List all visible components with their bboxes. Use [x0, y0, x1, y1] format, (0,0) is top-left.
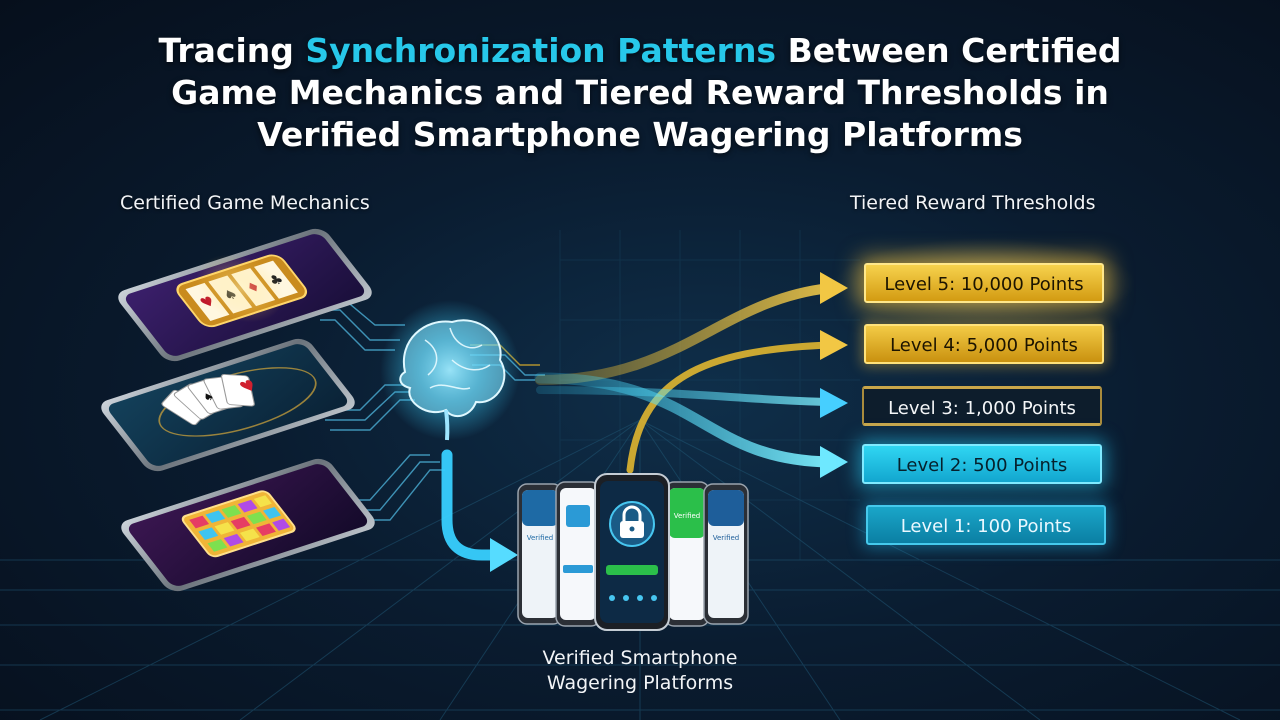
arrow-icon	[820, 446, 848, 478]
gem-grid-icon	[181, 490, 296, 558]
bottom-section-label: Verified Smartphone Wagering Platforms	[500, 646, 780, 696]
left-section-label: Certified Game Mechanics	[120, 192, 370, 214]
phone-card-game: ♥ ♠	[101, 338, 355, 472]
right-section-label: Tiered Reward Thresholds	[850, 192, 1096, 214]
title-line-2: Game Mechanics and Tiered Reward Thresho…	[171, 73, 1109, 112]
level-2-badge: Level 2: 500 Points	[862, 444, 1102, 484]
phone-slot-game: ♥ ♠ ♦ ♣	[118, 228, 372, 362]
title-line-1: Tracing Synchronization Patterns Between…	[0, 30, 1280, 72]
arrow-icon	[820, 272, 848, 304]
verified-text: Verified	[713, 534, 740, 542]
arrow-icon	[490, 538, 518, 572]
lock-icon	[620, 505, 644, 538]
level-5-badge: Level 5: 10,000 Points	[864, 263, 1104, 303]
arrow-icon	[820, 330, 848, 360]
brain-icon	[380, 300, 520, 441]
flow-streams	[441, 283, 836, 561]
title-text: Tracing	[158, 31, 306, 70]
cluster-phone-center	[594, 473, 670, 631]
verified-text: Verified	[674, 512, 701, 520]
stream-brain-to-phones	[441, 449, 506, 561]
level-4-badge: Level 4: 5,000 Points	[864, 324, 1104, 364]
level-3-badge: Level 3: 1,000 Points	[862, 386, 1102, 426]
phone-gem-game	[121, 458, 375, 592]
title-line-3: Verified Smartphone Wagering Platforms	[257, 115, 1023, 154]
bottom-label-line-1: Verified Smartphone	[542, 647, 738, 669]
phone-cluster: Verified Verified Verified	[517, 473, 749, 631]
stream-to-level-4	[626, 341, 834, 474]
arrow-icon	[820, 388, 848, 418]
grid-floor	[0, 419, 1280, 720]
bottom-label-line-2: Wagering Platforms	[546, 672, 734, 694]
cluster-phone-1: Verified	[517, 483, 563, 625]
stream-to-level-5	[535, 283, 835, 385]
title-accent: Synchronization Patterns	[305, 31, 777, 70]
level-1-badge: Level 1: 100 Points	[866, 505, 1106, 545]
cluster-phone-2	[555, 481, 601, 627]
arrowheads	[490, 272, 848, 572]
page-title: Tracing Synchronization Patterns Between…	[0, 30, 1280, 156]
cluster-phone-5: Verified	[703, 483, 749, 625]
playing-cards-icon: ♥ ♠	[161, 373, 261, 426]
stream-to-level-3	[536, 386, 834, 406]
verified-text: Verified	[527, 534, 554, 542]
cluster-phone-4: Verified	[664, 481, 710, 627]
stream-to-level-2	[534, 372, 836, 468]
title-text: Between Certified	[776, 31, 1122, 70]
